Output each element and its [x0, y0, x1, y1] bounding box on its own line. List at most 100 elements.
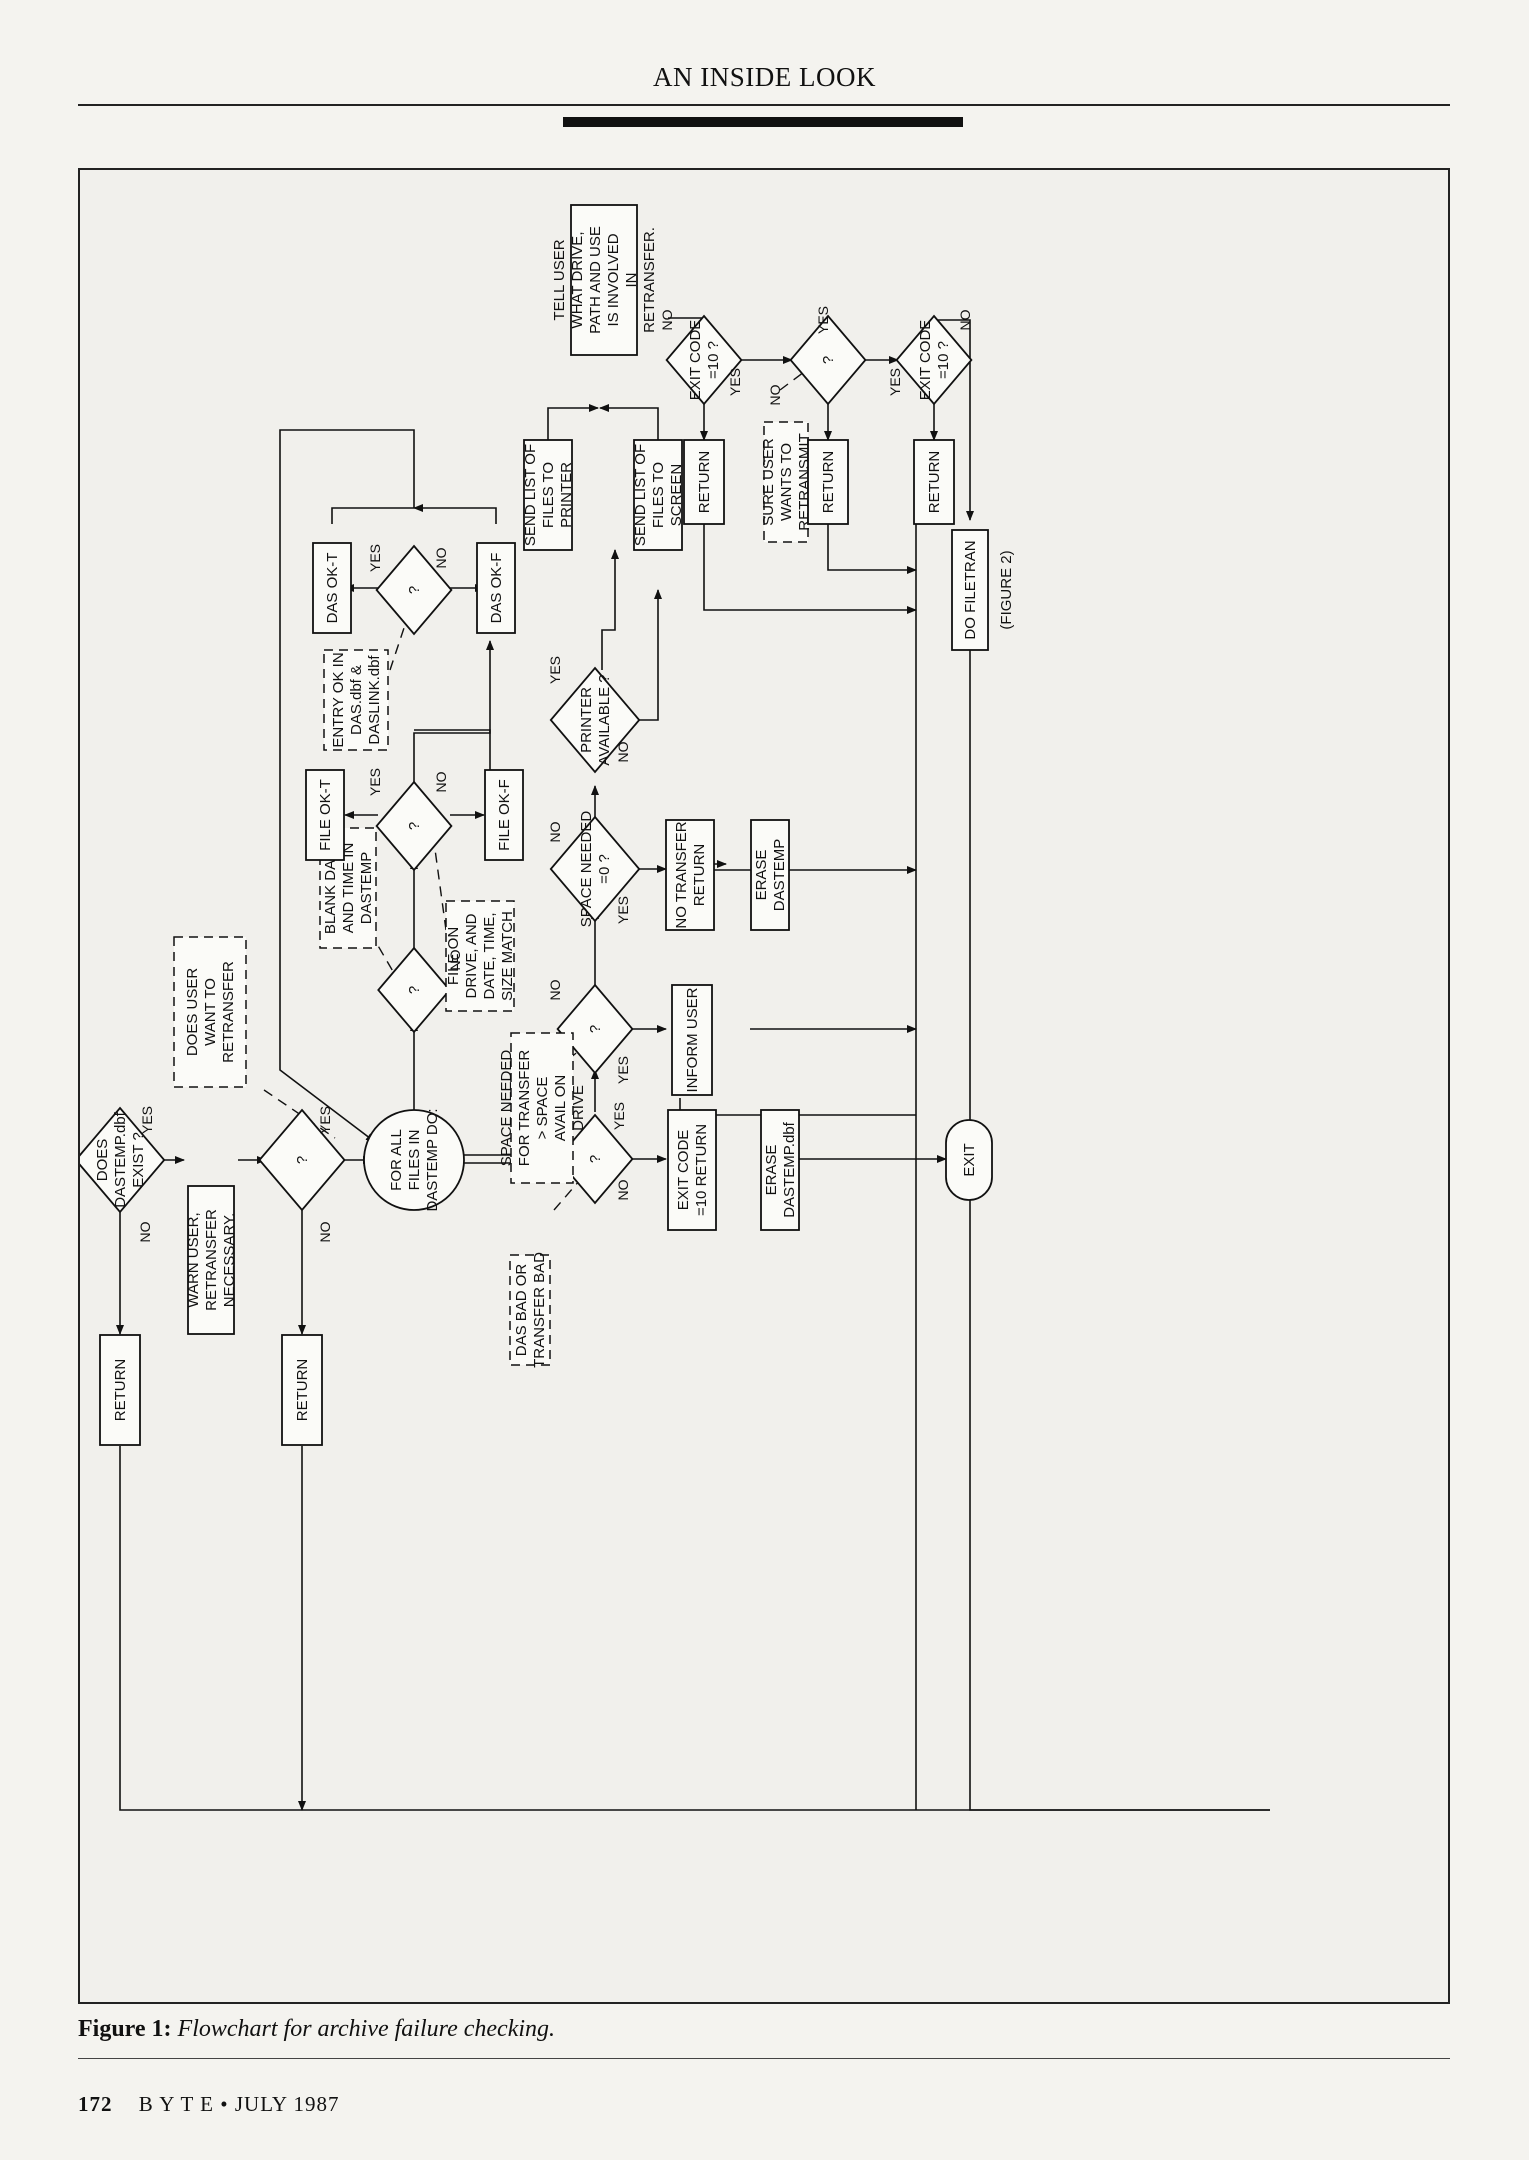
svg-text:NO: NO: [433, 547, 449, 568]
exit-code-return-label: EXIT CODE=10 RETURN: [675, 1124, 710, 1216]
do-filetran-box: [951, 529, 989, 651]
branch-label-2: YES: [317, 1106, 333, 1134]
for-all-files-label-text: FOR ALLFILES INDASTEMP DO:: [388, 1108, 441, 1211]
decision-exit-code-1-label: EXIT CODE=10 ?: [687, 320, 722, 401]
decision-das-bad-label-text: ?: [587, 1155, 604, 1163]
svg-text:NO: NO: [433, 771, 449, 792]
entry-ok-note: [323, 649, 389, 751]
decision-exit-code-1: [665, 314, 743, 406]
file-on-drive-label: FILE ONDRIVE, ANDDATE, TIME,SIZE MATCH: [445, 911, 516, 1001]
branch-label-0: YES: [139, 1106, 155, 1134]
figure2-ref-label-text: (FIGURE 2): [998, 550, 1015, 629]
decision-space-zero-label: SPACE NEEDED=0 ?: [578, 811, 613, 928]
exit-code-return-label-text: EXIT CODE=10 RETURN: [675, 1124, 710, 1216]
svg-text:NO: NO: [615, 741, 631, 762]
svg-text:YES: YES: [727, 368, 743, 396]
erase-dastemp-dbf-box: [760, 1109, 800, 1231]
return-box-d: [807, 439, 849, 525]
decision-sure-label-text: ?: [820, 356, 837, 364]
return-box-a: [99, 1334, 141, 1446]
do-filetran-label-text: DO FILETRAN: [962, 540, 979, 639]
das-ok-f-box: [476, 542, 516, 634]
send-screen-label: SEND LIST OFFILES TOSCREEN: [632, 444, 685, 546]
branch-label-5: NO: [433, 771, 449, 792]
send-screen-label-text: SEND LIST OFFILES TOSCREEN: [632, 444, 685, 546]
blank-date-label-text: BLANK DATEAND TIME INDASTEMP: [322, 842, 375, 934]
branch-label-11: YES: [615, 1056, 631, 1084]
file-ok-f-label: FILE OK-F: [496, 779, 513, 851]
svg-text:YES: YES: [615, 896, 631, 924]
branch-label-17: YES: [727, 368, 743, 396]
decision-space-label: ?: [587, 1025, 604, 1033]
page-footer: 172 B Y T E • JULY 1987: [78, 2092, 340, 2117]
file-on-drive-label-text: FILE ONDRIVE, ANDDATE, TIME,SIZE MATCH: [445, 911, 516, 1001]
decision-sure: [789, 314, 867, 406]
exit-terminal: [945, 1119, 993, 1201]
branch-label-15: YES: [547, 656, 563, 684]
decision-entry-ok: [375, 544, 453, 636]
branch-label-21: YES: [887, 368, 903, 396]
warn-user-label-text: WARN USER,RETRANSFERNECESSARY.: [185, 1209, 238, 1311]
entry-ok-label: ENTRY OK INDAS.dbf &DASLINK.dbf: [330, 652, 383, 747]
file-ok-t-label-text: FILE OK-T: [317, 779, 334, 851]
return-box-b: [281, 1334, 323, 1446]
inform-user-label: INFORM USER: [684, 987, 701, 1092]
tell-user-label-text: TELL USERWHAT DRIVE,PATH AND USEIS INVOL…: [551, 226, 658, 334]
svg-text:YES: YES: [367, 544, 383, 572]
svg-text:NO: NO: [659, 309, 675, 330]
decision-space-label-text: ?: [587, 1025, 604, 1033]
return-a-label: RETURN: [112, 1359, 129, 1422]
for-all-files-label: FOR ALLFILES INDASTEMP DO:: [388, 1108, 441, 1211]
branch-label-13: YES: [615, 896, 631, 924]
erase-dastemp-dbf-label: ERASEDASTEMP.dbf: [763, 1121, 798, 1217]
branch-label-1: NO: [137, 1221, 153, 1242]
decision-dastemp-exists-label-text: DOESDASTEMP.dbfEXIST ?: [94, 1111, 147, 1207]
das-bad-label-text: DAS BAD ORTRANSFER BAD: [513, 1252, 548, 1368]
decision-file-match: [375, 780, 453, 872]
svg-text:NO: NO: [615, 1179, 631, 1200]
branch-label-8: NO: [447, 949, 463, 970]
send-screen-box: [633, 439, 683, 551]
svg-text:YES: YES: [139, 1106, 155, 1134]
exit-label-text: EXIT: [961, 1143, 978, 1176]
sure-note-label-text: SURE USERWANTS TORETRANSMIT: [760, 433, 813, 531]
branch-label-4: YES: [367, 768, 383, 796]
header-bar: [563, 117, 963, 127]
return-box-c: [683, 439, 725, 525]
svg-text:YES: YES: [815, 306, 831, 334]
do-filetran-label: DO FILETRAN: [962, 540, 979, 639]
tell-user-label: TELL USERWHAT DRIVE,PATH AND USEIS INVOL…: [551, 226, 658, 334]
return-b-label-text: RETURN: [294, 1359, 311, 1422]
decision-entry-ok-label: ?: [406, 586, 423, 594]
erase-dastemp-label: ERASEDASTEMP: [753, 839, 788, 912]
decision-retransfer-label: ?: [294, 1156, 311, 1164]
decision-das-bad-label: ?: [587, 1155, 604, 1163]
das-ok-t-label-text: DAS OK-T: [324, 553, 341, 624]
return-c-label-text: RETURN: [696, 451, 713, 514]
svg-text:NO: NO: [547, 979, 563, 1000]
branch-label-18: NO: [659, 309, 675, 330]
decision-sure-label: ?: [820, 356, 837, 364]
decision-file-match-label: ?: [406, 822, 423, 830]
das-bad-note: [509, 1254, 551, 1366]
no-transfer-return-box: [665, 819, 715, 931]
svg-text:NO: NO: [767, 384, 783, 405]
file-ok-f-label-text: FILE OK-F: [496, 779, 513, 851]
file-ok-t-label: FILE OK-T: [317, 779, 334, 851]
blank-date-label: BLANK DATEAND TIME INDASTEMP: [322, 842, 375, 934]
svg-text:NO: NO: [137, 1221, 153, 1242]
sure-note: [763, 421, 809, 543]
decision-dastemp-exists-label: DOESDASTEMP.dbfEXIST ?: [94, 1111, 147, 1207]
branch-label-20: NO: [767, 384, 783, 405]
svg-text:NO: NO: [447, 949, 463, 970]
decision-space-zero-label-text: SPACE NEEDED=0 ?: [578, 811, 613, 928]
das-bad-label: DAS BAD ORTRANSFER BAD: [513, 1252, 548, 1368]
decision-blank-date-label-text: ?: [406, 986, 423, 994]
entry-ok-label-text: ENTRY OK INDAS.dbf &DASLINK.dbf: [330, 652, 383, 747]
branch-label-22: NO: [957, 309, 973, 330]
no-transfer-return-label: NO TRANSFERRETURN: [673, 821, 708, 928]
erase-dastemp-box: [750, 819, 790, 931]
branch-label-19: YES: [815, 306, 831, 334]
svg-text:NO: NO: [317, 1221, 333, 1242]
decision-entry-ok-label-text: ?: [406, 586, 423, 594]
